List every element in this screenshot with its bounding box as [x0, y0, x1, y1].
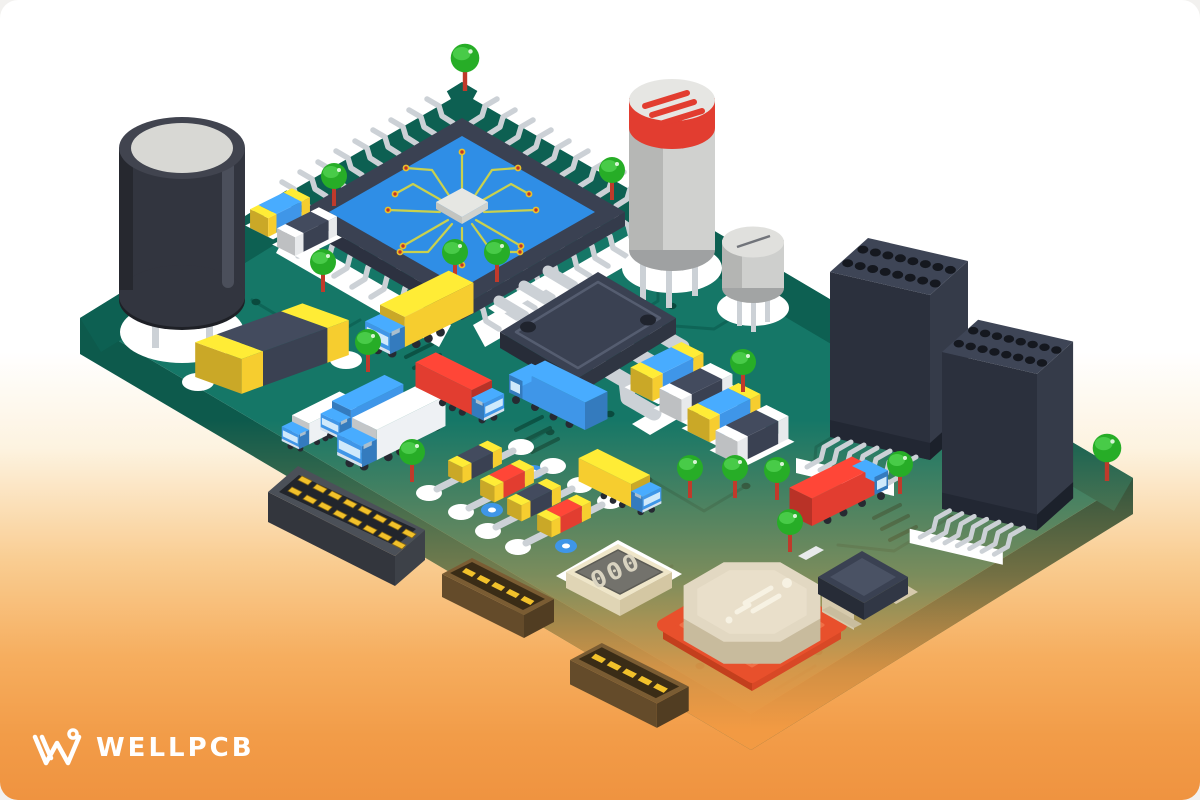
edge-connector-left [268, 466, 425, 586]
resistor-row [416, 439, 623, 555]
octagon-markings [725, 578, 792, 624]
cpu-circuit-pattern [384, 148, 540, 269]
capacitor-stripes [642, 90, 705, 127]
capacitor-silver [622, 79, 722, 308]
wellpcb-logo-mark [32, 728, 82, 766]
sot-transistor [798, 546, 918, 630]
wellpcb-logo: WELLPCB [30, 726, 255, 770]
smd-capacitor-large [182, 303, 362, 393]
electrolytic-capacitor [119, 117, 245, 363]
transistor-can [717, 226, 789, 332]
tree [450, 43, 480, 91]
numeric-display: 000 [556, 540, 682, 616]
gold-pins [287, 475, 417, 550]
cpu-die [436, 188, 488, 224]
wellpcb-logo-text: WELLPCB [96, 733, 255, 763]
octagon-component [657, 562, 847, 691]
